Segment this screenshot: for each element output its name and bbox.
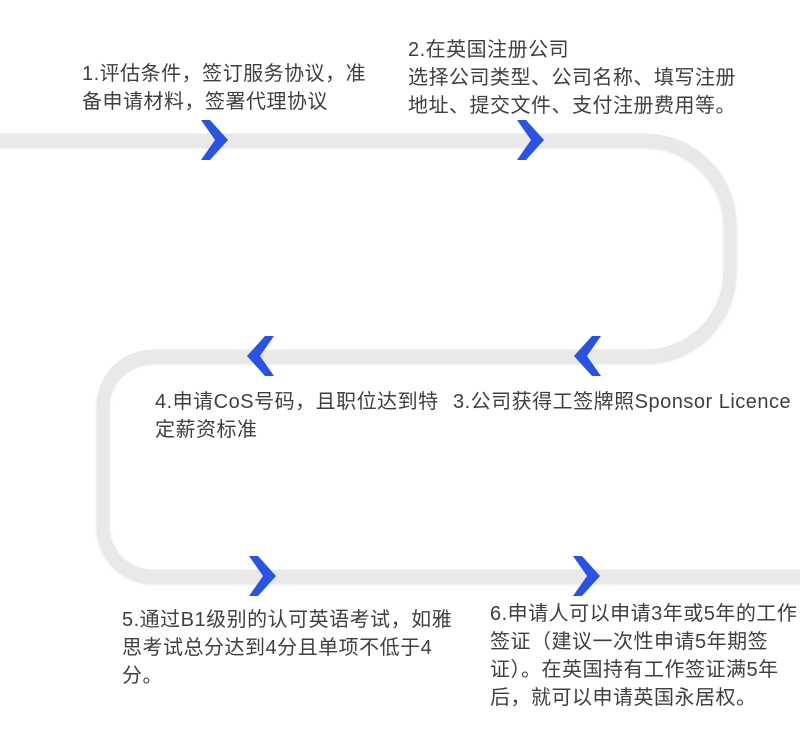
chevron-right-icon <box>573 556 600 596</box>
step-6-label: 6.申请人可以申请3年或5年的工作 签证（建议一次性申请5年期签 证）。在英国持… <box>490 603 798 709</box>
chevron-right-icon <box>201 120 228 160</box>
chevron-right-icon <box>517 120 544 160</box>
step-5-label: 5.通过B1级别的认可英语考试，如雅 思考试总分达到4分且单项不低于4 分。 <box>122 609 453 687</box>
step-1-label: 1.评估条件，签订服务协议，准 备申请材料，签署代理协议 <box>82 63 367 113</box>
chevron-left-icon <box>247 336 274 376</box>
step-4-label: 4.申请CoS号码，且职位达到特 定薪资标准 <box>155 391 439 441</box>
chevron-right-icon <box>249 556 276 596</box>
step-2-label: 2.在英国注册公司 选择公司类型、公司名称、填写注册 地址、提交文件、支付注册费… <box>408 39 736 117</box>
step-3-label: 3.公司获得工签牌照Sponsor Licence <box>453 391 792 413</box>
chevron-left-icon <box>574 336 601 376</box>
